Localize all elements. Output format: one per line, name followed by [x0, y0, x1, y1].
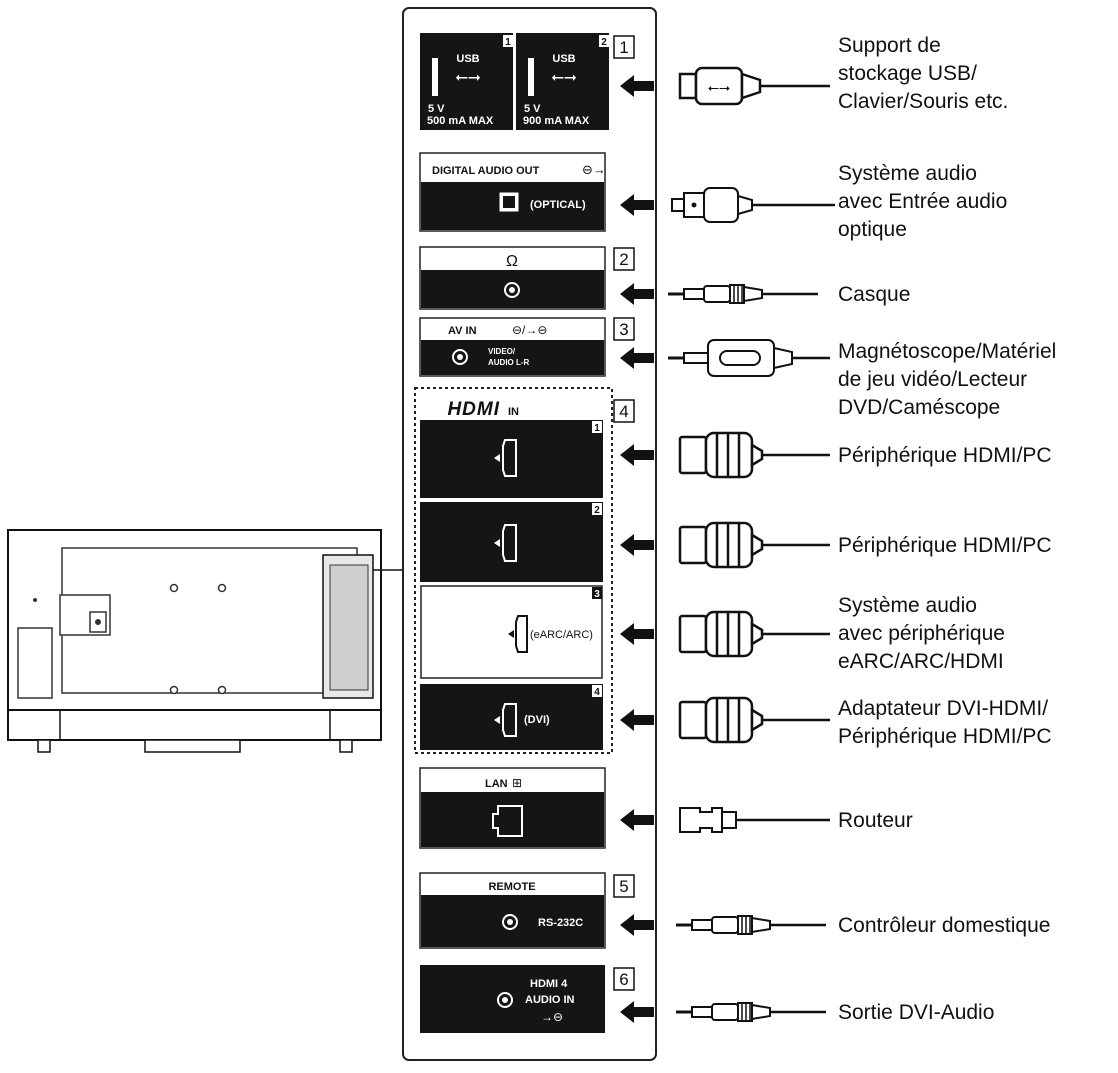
optical-cable: [671, 187, 835, 223]
lan-port: LAN ⊞: [419, 767, 606, 849]
network-icon: ⊞: [512, 776, 522, 790]
hdmi2-cable: [678, 521, 832, 569]
hdmi4-audio-in-port: HDMI 4 AUDIO IN →⊖: [420, 965, 605, 1033]
av-in-label: AV IN: [448, 325, 477, 337]
marker-3: 3: [619, 320, 628, 339]
hdmi1-cable: [678, 431, 832, 479]
hdmi4-label: (DVI): [524, 714, 550, 726]
hdmi-logo: HDMI: [447, 399, 500, 420]
label-hdmi2: Périphérique HDMI/PC: [838, 534, 1052, 557]
hdmi3-number: 3: [594, 589, 600, 600]
av-input-icon: ⊖/→⊖: [512, 323, 547, 337]
label-usb: Support de stockage USB/ Clavier/Souris …: [838, 34, 1008, 113]
usb2-current: 900 mA MAX: [523, 115, 590, 127]
av-cable: [668, 339, 830, 377]
label-hdmi4: Adaptateur DVI-HDMI/ Périphérique HDMI/P…: [838, 697, 1054, 748]
cables: ⭠⭢: [666, 66, 835, 1023]
av-video-label: VIDEO/: [488, 347, 516, 356]
usb-icon: ⭠⭢: [551, 69, 577, 86]
hdmi4-number: 4: [594, 687, 600, 698]
lan-cable: [679, 807, 830, 833]
usb-symbol-icon: ⭠⭢: [708, 79, 730, 95]
usb2-voltage: 5 V: [524, 103, 541, 115]
usb1-voltage: 5 V: [428, 103, 445, 115]
number-markers: 1 2 3 4 5 6: [613, 35, 635, 991]
digital-audio-out-port: DIGITAL AUDIO OUT ⊖→ (OPTICAL): [419, 152, 606, 232]
input-arrow-icon: →⊖: [541, 1010, 563, 1024]
av-audio-label: AUDIO L-R: [488, 358, 530, 367]
hdmi-in-label: IN: [508, 406, 519, 418]
marker-2: 2: [619, 250, 628, 269]
label-lan: Routeur: [838, 809, 913, 832]
dvi-audio-cable: [674, 1001, 828, 1023]
lan-label: LAN: [485, 778, 508, 790]
usb1-number: 1: [505, 37, 511, 48]
marker-1: 1: [619, 38, 628, 57]
usb2-number: 2: [601, 37, 607, 48]
usb1-label: USB: [456, 53, 479, 65]
usb2-label: USB: [552, 53, 575, 65]
hdmi3-label: (eARC/ARC): [530, 629, 593, 641]
output-arrow-icon: ⊖→: [582, 162, 606, 177]
remote-label: REMOTE: [488, 881, 535, 893]
usb-cable: ⭠⭢: [678, 66, 830, 106]
hdmi2-number: 2: [594, 505, 600, 516]
marker-5: 5: [619, 877, 628, 896]
hdmi4-audio-line2: AUDIO IN: [525, 994, 575, 1006]
hdmi-port-group: HDMI IN 1 2 3 (eARC/ARC) 4 (DVI): [414, 387, 613, 754]
usb-port-1: 1 USB ⭠⭢ 5 V 500 mA MAX: [420, 33, 513, 130]
device-labels: Support de stockage USB/ Clavier/Souris …: [838, 34, 1062, 1024]
headphone-icon: Ω: [506, 253, 518, 270]
label-hdmi1: Périphérique HDMI/PC: [838, 444, 1052, 467]
label-dvi-audio: Sortie DVI-Audio: [838, 1001, 994, 1024]
usb-icon: ⭠⭢: [455, 69, 481, 86]
label-optical: Système audio avec Entrée audio optique: [838, 162, 1013, 241]
hdmi4-cable: [678, 696, 832, 744]
label-hdmi3: Système audio avec périphérique eARC/ARC…: [838, 594, 1011, 673]
remote-port: REMOTE RS-232C: [419, 872, 606, 949]
remote-cable: [674, 914, 828, 936]
usb1-current: 500 mA MAX: [427, 115, 494, 127]
label-av: Magnétoscope/Matériel de jeu vidéo/Lecte…: [838, 340, 1062, 419]
hdmi4-audio-line1: HDMI 4: [530, 978, 568, 990]
hdmi1-number: 1: [594, 423, 600, 434]
label-remote: Contrôleur domestique: [838, 914, 1050, 937]
label-headphones: Casque: [838, 283, 910, 306]
tv-rear-illustration: [7, 529, 403, 753]
av-in-port: AV IN ⊖/→⊖ VIDEO/ AUDIO L-R: [419, 317, 606, 377]
hdmi3-cable: [678, 610, 832, 658]
headphone-port: Ω: [419, 246, 606, 310]
marker-6: 6: [619, 970, 628, 989]
rs232c-label: RS-232C: [538, 917, 583, 929]
headphone-cable: [666, 283, 820, 305]
marker-4: 4: [619, 402, 628, 421]
usb-port-2: 2 USB ⭠⭢ 5 V 900 mA MAX: [516, 33, 609, 130]
optical-label: (OPTICAL): [530, 199, 586, 211]
digital-audio-out-label: DIGITAL AUDIO OUT: [432, 165, 540, 177]
